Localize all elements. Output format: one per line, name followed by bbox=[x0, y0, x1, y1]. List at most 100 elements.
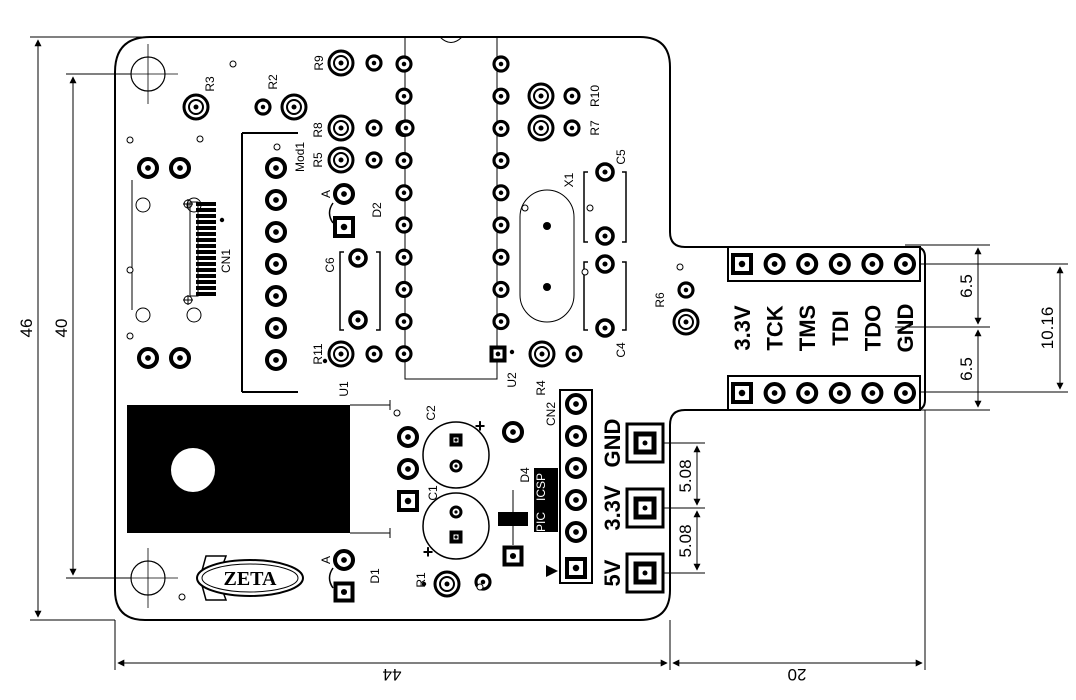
u1-pin bbox=[396, 457, 420, 481]
cn1-contacts bbox=[183, 199, 216, 305]
via-dot bbox=[581, 268, 589, 276]
jtag-pad bbox=[796, 381, 819, 405]
ref-r3: R3 bbox=[203, 76, 217, 92]
dimension-lines bbox=[30, 36, 1068, 670]
ref-u2: U2 bbox=[505, 372, 519, 388]
cn1-shield-pad bbox=[136, 156, 160, 180]
ref-r9: R9 bbox=[312, 55, 326, 71]
dot-marker bbox=[322, 358, 328, 364]
dim-jtag-spacing: 10.16 bbox=[1038, 307, 1057, 350]
cn1-contact bbox=[196, 292, 216, 296]
resistor-pad bbox=[280, 93, 308, 121]
via-dot bbox=[393, 409, 401, 417]
cn1-pin bbox=[264, 284, 288, 308]
d1-pad bbox=[332, 548, 356, 572]
jtag-pad bbox=[828, 252, 851, 276]
cn1-shield-pad bbox=[168, 346, 192, 370]
cn1-contact bbox=[196, 286, 216, 290]
jtag-label-tms: TMS bbox=[795, 305, 820, 351]
cn1-contact bbox=[196, 232, 216, 236]
dim-board-height: 46 bbox=[17, 319, 36, 338]
reference-designators: R9 R3 R2 R8 Mod1 R5 R10 R7 C5 X1 D2 CN1 … bbox=[203, 55, 667, 588]
ref-c4: C4 bbox=[614, 342, 628, 358]
cn1-contact bbox=[196, 238, 216, 242]
ref-c1: C1 bbox=[426, 485, 440, 501]
jtag-pad-square bbox=[731, 382, 753, 404]
u2-pin-1 bbox=[489, 345, 507, 363]
electrolytic-capacitors bbox=[422, 421, 490, 560]
ref-c5: C5 bbox=[614, 149, 628, 165]
pad bbox=[397, 119, 415, 137]
x1-crystal bbox=[519, 189, 575, 323]
resistor-pad-small bbox=[563, 87, 581, 105]
power-terminal bbox=[625, 487, 665, 529]
c4-pad bbox=[595, 318, 615, 338]
d4-pad-square bbox=[502, 545, 524, 567]
ref-r7: R7 bbox=[588, 120, 602, 136]
ref-r4: R4 bbox=[534, 380, 548, 396]
resistor-pad-small bbox=[365, 345, 383, 363]
cn2-pin bbox=[564, 456, 588, 480]
cn1-contact bbox=[196, 262, 216, 266]
cn1-contact bbox=[196, 280, 216, 284]
jtag-pad bbox=[861, 381, 884, 405]
zeta-logo: ZETA bbox=[196, 555, 304, 601]
power-label-5v: 5V bbox=[600, 559, 625, 586]
u2-pin bbox=[395, 280, 413, 298]
c1-pad bbox=[449, 505, 463, 519]
d2-pad bbox=[332, 182, 356, 206]
through-hole-pads bbox=[136, 49, 700, 603]
cn2-pin bbox=[564, 392, 588, 416]
cn1-contact bbox=[196, 244, 216, 248]
cn1-pin bbox=[264, 316, 288, 340]
u2-pin bbox=[492, 248, 510, 266]
ref-x1: X1 bbox=[562, 172, 576, 187]
ref-d1: D1 bbox=[368, 568, 382, 584]
jtag-pad bbox=[893, 381, 917, 405]
cn2-pin bbox=[564, 424, 588, 448]
ref-cn2: CN2 bbox=[544, 402, 558, 426]
dot-marker bbox=[421, 581, 427, 587]
resistor-pad bbox=[528, 340, 556, 368]
via-dot bbox=[178, 593, 186, 601]
power-label-gnd: GND bbox=[600, 419, 625, 468]
u2-pin bbox=[492, 313, 510, 331]
cn1-contact bbox=[196, 268, 216, 272]
cn2-pin bbox=[564, 520, 588, 544]
via-dot bbox=[476, 583, 484, 591]
resistor-pad bbox=[327, 114, 355, 142]
cn1-shield-pad bbox=[136, 346, 160, 370]
silkscreen-markings: A A + + PIC ICSP bbox=[319, 190, 548, 589]
resistor-pad-small bbox=[365, 151, 383, 169]
via-dot bbox=[229, 60, 237, 68]
c4-pad bbox=[595, 254, 615, 274]
cn1-contact bbox=[196, 220, 216, 224]
dim-jtag-bottom: 6.5 bbox=[957, 357, 976, 381]
cn1-contact bbox=[196, 274, 216, 278]
cn1-pin bbox=[264, 156, 288, 180]
resistor-pad-small bbox=[365, 119, 383, 137]
cn1-pin bbox=[264, 252, 288, 276]
d4-diode-body bbox=[498, 490, 528, 545]
u2-pin bbox=[395, 345, 413, 363]
cn1-pin bbox=[264, 220, 288, 244]
jtag-pad bbox=[796, 252, 819, 276]
u2-pin bbox=[395, 184, 413, 202]
ref-mod1: Mod1 bbox=[293, 142, 307, 172]
dim-power-top: 5.08 bbox=[676, 459, 695, 492]
jtag-pad bbox=[763, 252, 786, 276]
power-terminals bbox=[625, 422, 665, 594]
via-dot bbox=[273, 143, 281, 151]
u1-pin-square bbox=[397, 490, 419, 512]
dim-jtag-top: 6.5 bbox=[957, 274, 976, 298]
resistor-pad-small bbox=[365, 54, 383, 72]
u2-pin bbox=[395, 216, 413, 234]
dim-board-width: 44 bbox=[383, 665, 402, 684]
via-dot bbox=[521, 204, 529, 212]
plus-mark-c2: + bbox=[475, 416, 486, 436]
dim-hole-spacing: 40 bbox=[52, 319, 71, 338]
cn1-contact bbox=[196, 250, 216, 254]
resistor-pad bbox=[527, 114, 555, 142]
